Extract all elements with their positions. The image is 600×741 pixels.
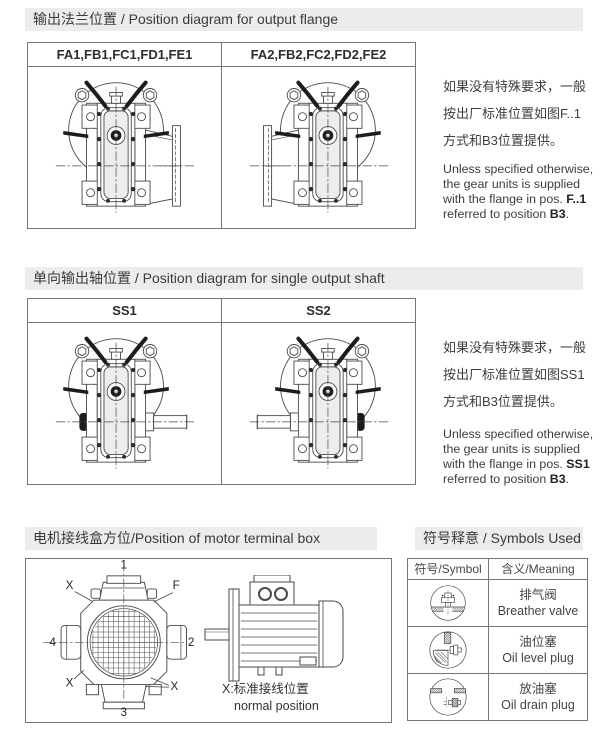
note-line: 按出厂标准位置如图SS1 — [443, 367, 585, 382]
terminal-position-1-label: 1 — [121, 559, 128, 571]
column-header-ss1: SS1 — [112, 303, 137, 318]
flange-position-table: FA1,FB1,FC1,FD1,FE1 FA2,FB2,FC2,FD2,FE2 — [27, 42, 416, 229]
shaft-note: 如果没有特殊要求，一般 按出厂标准位置如图SS1 方式和B3位置提供。 Unle… — [443, 334, 599, 487]
note-line: 如果没有特殊要求，一般 — [443, 340, 587, 355]
shaft-note-zh: 如果没有特殊要求，一般 按出厂标准位置如图SS1 方式和B3位置提供。 — [443, 334, 599, 415]
note-line: with the flange in pos. F..1 — [443, 192, 587, 206]
note-line: referred to position B3. — [443, 472, 570, 486]
symbol-meaning: 放油塞 Oil drain plug — [489, 674, 587, 720]
breather-valve-icon — [408, 580, 489, 626]
terminal-position-x-label: X — [66, 676, 74, 689]
terminal-position-4-label: 4 — [49, 636, 56, 649]
column-header-flange-pos2: FA2,FB2,FC2,FD2,FE2 — [221, 43, 415, 66]
symbol-meaning-zh: 放油塞 — [519, 682, 557, 696]
column-header-flange-pos1: FA1,FB1,FC1,FD1,FE1 — [56, 47, 193, 62]
symbol-meaning-zh: 油位塞 — [519, 635, 557, 649]
caption-zh: X:标准接线位置 — [222, 682, 309, 696]
flange-note-en: Unless specified otherwise, the gear uni… — [443, 162, 599, 222]
terminal-box-caption: X:标准接线位置 normal position — [222, 681, 319, 715]
symbol-meaning-zh: 排气阀 — [519, 588, 557, 602]
section-heading-output-flange: 输出法兰位置 / Position diagram for output fla… — [25, 8, 583, 31]
gearbox-diagram-shaft-left — [221, 323, 415, 484]
oil-drain-plug-icon — [408, 674, 489, 720]
column-header-ss2: SS2 — [221, 299, 415, 322]
terminal-position-f-label: F — [173, 579, 180, 592]
symbols-col-symbol: 符号/Symbol — [408, 559, 489, 579]
flange-table-header: FA1,FB1,FC1,FD1,FE1 FA2,FB2,FC2,FD2,FE2 — [28, 43, 415, 67]
terminal-position-2-label: 2 — [188, 636, 195, 649]
note-line: Unless specified otherwise, — [443, 162, 594, 176]
note-line: Unless specified otherwise, — [443, 427, 594, 441]
shaft-note-en: Unless specified otherwise, the gear uni… — [443, 427, 599, 487]
note-line: 如果没有特殊要求，一般 — [443, 79, 587, 94]
note-line: 方式和B3位置提供。 — [443, 394, 563, 409]
flange-table-body — [28, 67, 415, 228]
flange-note: 如果没有特殊要求，一般 按出厂标准位置如图F..1 方式和B3位置提供。 Unl… — [443, 73, 599, 222]
note-line: with the flange in pos. SS1 — [443, 457, 590, 471]
terminal-position-x-label: X — [66, 579, 74, 592]
terminal-position-x-label: X — [170, 680, 178, 693]
note-line: 按出厂标准位置如图F..1 — [443, 106, 581, 121]
symbol-meaning-en: Oil drain plug — [501, 698, 575, 712]
gearbox-diagram-flange-right — [28, 67, 221, 228]
gearbox-diagram-flange-left — [221, 67, 415, 228]
section-heading-output-shaft: 单向输出轴位置 / Position diagram for single ou… — [25, 267, 583, 290]
symbol-meaning-en: Breather valve — [497, 604, 579, 618]
oil-level-plug-icon — [408, 627, 489, 673]
note-line: 方式和B3位置提供。 — [443, 133, 563, 148]
shaft-table-header: SS1 SS2 — [28, 299, 415, 323]
section-heading-terminal-box: 电机接线盒方位/Position of motor terminal box — [25, 527, 377, 550]
gearbox-diagram-shaft-right — [28, 323, 221, 484]
note-line: the gear units is supplied — [443, 177, 581, 191]
shaft-table-body — [28, 323, 415, 484]
motor-side-view — [202, 575, 352, 683]
caption-en: normal position — [234, 699, 319, 713]
symbol-meaning: 油位塞 Oil level plug — [489, 627, 587, 673]
table-row: 油位塞 Oil level plug — [408, 627, 587, 674]
note-line: referred to position B3. — [443, 207, 570, 221]
table-row: 排气阀 Breather valve — [408, 580, 587, 627]
section-heading-symbols: 符号释意 / Symbols Used — [415, 527, 583, 550]
symbol-meaning-en: Oil level plug — [502, 651, 574, 665]
table-row: 放油塞 Oil drain plug — [408, 674, 587, 720]
symbols-col-meaning: 含义/Meaning — [501, 562, 575, 576]
shaft-position-table: SS1 SS2 — [27, 298, 416, 485]
symbols-table: 符号/Symbol 含义/Meaning 排气阀 Breather valve … — [407, 558, 588, 721]
terminal-position-3-label: 3 — [121, 706, 128, 719]
symbols-table-header: 符号/Symbol 含义/Meaning — [408, 559, 587, 580]
flange-note-zh: 如果没有特殊要求，一般 按出厂标准位置如图F..1 方式和B3位置提供。 — [443, 73, 599, 154]
note-line: the gear units is supplied — [443, 442, 581, 456]
symbol-meaning: 排气阀 Breather valve — [489, 580, 587, 626]
